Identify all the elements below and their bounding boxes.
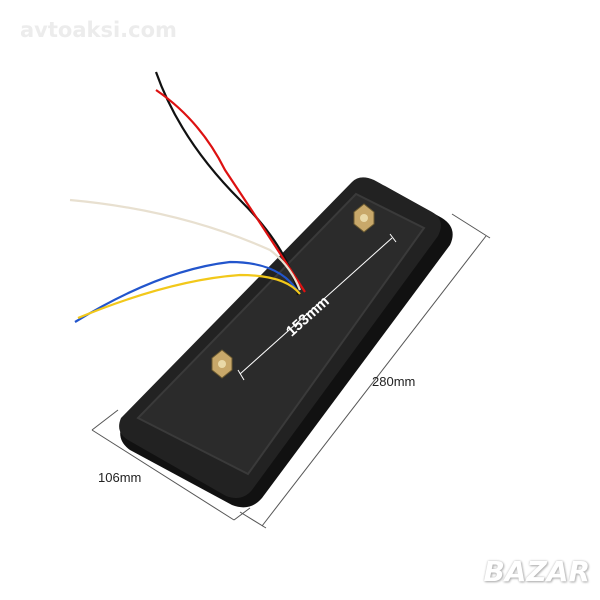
length-label: 280mm (372, 374, 416, 389)
bazar-logo: BAZAR (483, 555, 590, 588)
dimension-280-line (239, 213, 491, 529)
wire-white (69, 198, 302, 291)
bolt-bottom (211, 349, 233, 379)
wire-blue (74, 260, 299, 323)
watermark: avtoaksi.com (20, 18, 177, 42)
wire-yellow (77, 273, 301, 320)
width-label: 106mm (98, 470, 142, 485)
dimension-153-line (237, 233, 397, 381)
lamp-back-inner (136, 192, 426, 476)
dimension-106-line (91, 409, 251, 521)
bolt-top (353, 203, 375, 233)
wire-red (155, 89, 306, 293)
wires (69, 71, 306, 323)
